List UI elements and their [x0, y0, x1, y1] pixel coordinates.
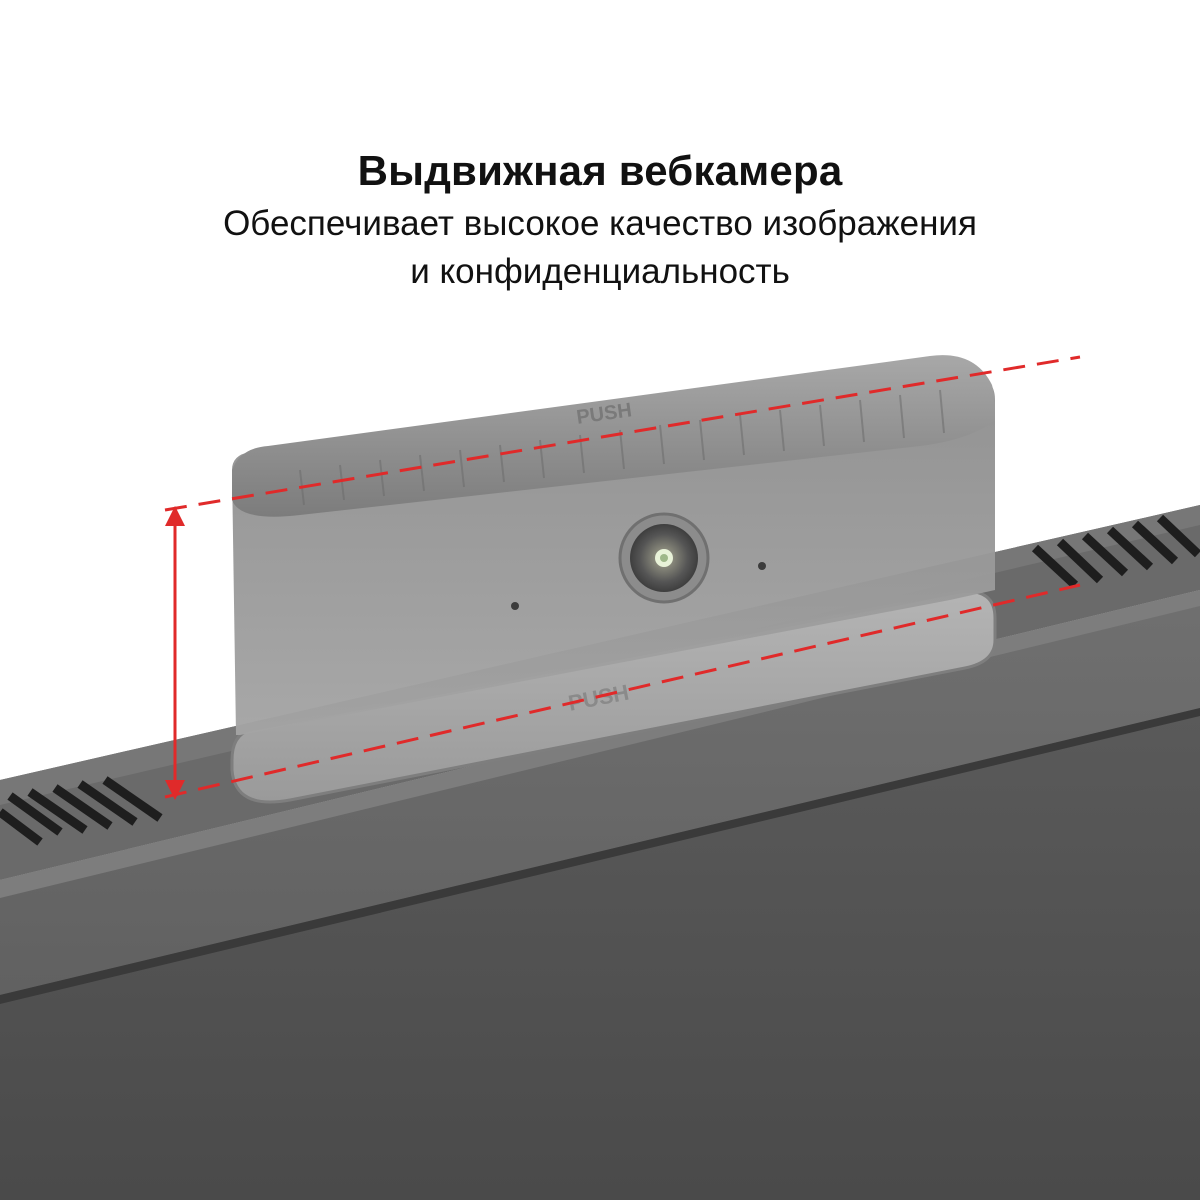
vent-grille-left: [0, 776, 163, 846]
camera-slot-cover[interactable]: [230, 590, 997, 804]
monitor-screen: [0, 708, 1200, 1200]
feature-subtitle-line-1: Обеспечивает высокое качество изображени…: [223, 204, 977, 243]
height-arrow: [165, 506, 185, 800]
height-guide-lines: [164, 355, 1081, 799]
webcam-lens: [618, 512, 710, 604]
indicator-led: [758, 562, 766, 570]
vent-grille-right: [1031, 514, 1200, 589]
microphone-hole-left: [511, 602, 519, 610]
feature-headline: Выдвижная вебкамера Обеспечивает высокое…: [0, 145, 1200, 296]
feature-title: Выдвижная вебкамера: [357, 147, 843, 194]
feature-subtitle-line-2: и конфиденциальность: [410, 252, 790, 291]
